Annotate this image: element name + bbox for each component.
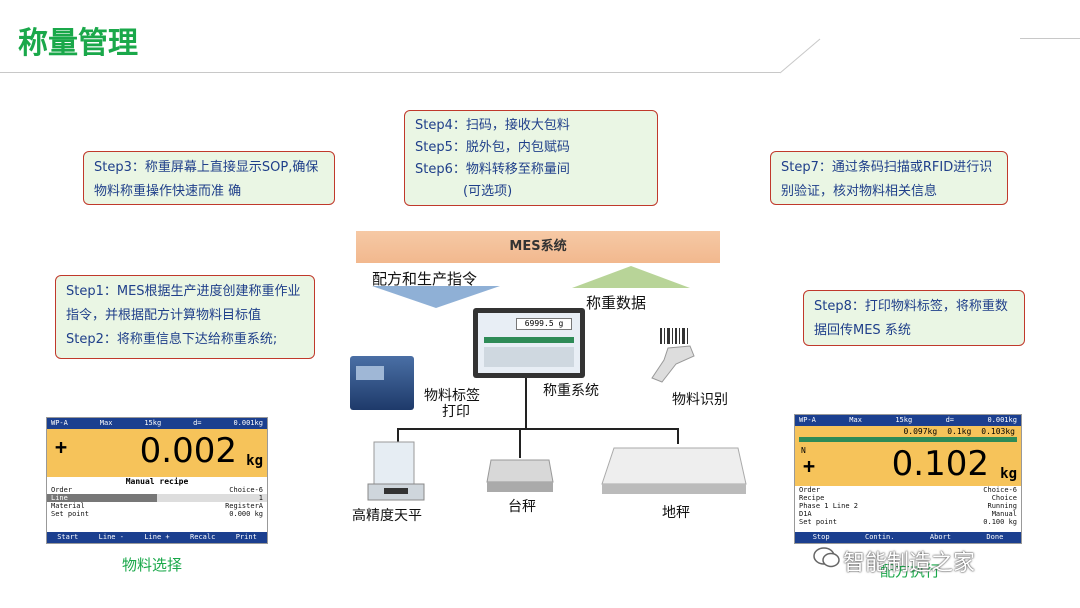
step7-box: Step7：通过条码扫描或RFID进行识 别验证，核对物料相关信息 — [770, 151, 1008, 205]
title-divider-slant — [779, 38, 821, 74]
left-panel-display: + 0.002 kg — [47, 429, 267, 477]
right-panel-value: 0.102 — [891, 444, 989, 484]
step456-box: Step4：扫码，接收大包料 Step5：脱外包，内包赋码 Step6：物料转移… — [404, 110, 658, 206]
step7-line2: 别验证，核对物料相关信息 — [781, 184, 938, 199]
terminal-device: 6999.5 g — [473, 308, 585, 378]
print-button[interactable]: Print — [235, 533, 257, 541]
title-divider-right — [1020, 38, 1080, 39]
bus-wire — [397, 428, 679, 430]
left-panel-value: 0.002 — [139, 431, 237, 471]
floor-scale-label: 地秤 — [662, 505, 690, 521]
left-panel-unit: kg — [246, 453, 263, 469]
abort-button[interactable]: Abort — [929, 533, 951, 541]
line-minus-button[interactable]: Line - — [98, 533, 124, 541]
right-panel-sign: + — [803, 454, 816, 478]
step5-line: Step5：脱外包，内包赋码 — [415, 140, 570, 155]
arrow-up-icon — [572, 266, 690, 288]
continue-button[interactable]: Contin. — [864, 533, 895, 541]
tolerance-bar — [799, 437, 1017, 442]
wechat-icon — [813, 547, 840, 568]
step2-line: Step2：将称重信息下达给称重系统; — [66, 332, 278, 347]
printer-label-2: 打印 — [442, 404, 470, 420]
step8-line2: 据回传MES 系统 — [814, 323, 911, 338]
balance-wire — [397, 428, 399, 444]
arrow-up-label: 称重数据 — [586, 294, 647, 312]
floor-scale-icon — [601, 447, 747, 494]
arrow-down-label: 配方和生产指令 — [372, 270, 478, 288]
analytical-balance-icon — [367, 441, 425, 501]
step1-line1: Step1：MES根据生产进度创建称重作业 — [66, 284, 301, 299]
right-panel-softkeys: Stop Contin. Abort Done — [795, 532, 1021, 543]
right-panel-caption: 配方执行 — [880, 562, 941, 580]
step8-line1: Step8：打印物料标签，将称重数 — [814, 299, 1008, 314]
scanner-label: 物料识别 — [672, 392, 728, 408]
step4-line: Step4：扫码，接收大包料 — [415, 118, 570, 133]
step6-optional: (可选项) — [463, 184, 513, 199]
step3-line1: Step3：称重屏幕上直接显示SOP,确保 — [94, 160, 319, 175]
barcode-scanner-icon — [651, 328, 695, 383]
step7-line1: Step7：通过条码扫描或RFID进行识 — [781, 160, 993, 175]
title-underline — [0, 72, 780, 73]
left-panel-softkeys: Start Line - Line + Recalc Print — [47, 532, 267, 543]
bench-scale-icon — [486, 459, 554, 492]
step1-line2: 指令，并根据配方计算物料目标值 — [66, 308, 262, 323]
left-panel-caption: 物料选择 — [122, 556, 183, 574]
step6-line: Step6：物料转移至称量间 — [415, 162, 570, 177]
terminal-reading: 6999.5 g — [516, 318, 572, 330]
step3-box: Step3：称重屏幕上直接显示SOP,确保 物料称重操作快速而准 确 — [83, 151, 335, 205]
step12-box: Step1：MES根据生产进度创建称重作业 指令，并根据配方计算物料目标值 St… — [55, 275, 315, 359]
stop-button[interactable]: Stop — [812, 533, 830, 541]
watermark-text: 智能制造之家 — [843, 551, 976, 576]
floor-wire — [677, 428, 679, 444]
left-panel-section: Manual recipe — [125, 477, 189, 486]
right-panel-n: N — [801, 446, 806, 455]
terminal-wire — [525, 378, 527, 428]
done-button[interactable]: Done — [986, 533, 1004, 541]
mes-system-bar: MES系统 — [356, 231, 720, 263]
start-button[interactable]: Start — [57, 533, 79, 541]
bench-scale-label: 台秤 — [508, 499, 536, 515]
bench-wire — [519, 428, 521, 458]
terminal-label: 称重系统 — [543, 383, 599, 399]
step8-box: Step8：打印物料标签，将称重数 据回传MES 系统 — [803, 290, 1025, 346]
printer-device — [350, 356, 414, 410]
arrow-down-icon — [372, 286, 500, 308]
right-panel-unit: kg — [1000, 466, 1017, 482]
left-panel-sign: + — [55, 435, 68, 459]
line-plus-button[interactable]: Line + — [144, 533, 170, 541]
page-title: 称量管理 — [18, 26, 138, 61]
step3-line2: 物料称重操作快速而准 确 — [94, 184, 242, 199]
recalc-button[interactable]: Recalc — [190, 533, 216, 541]
printer-label-1: 物料标签 — [424, 388, 480, 404]
balance-label: 高精度天平 — [352, 508, 422, 524]
